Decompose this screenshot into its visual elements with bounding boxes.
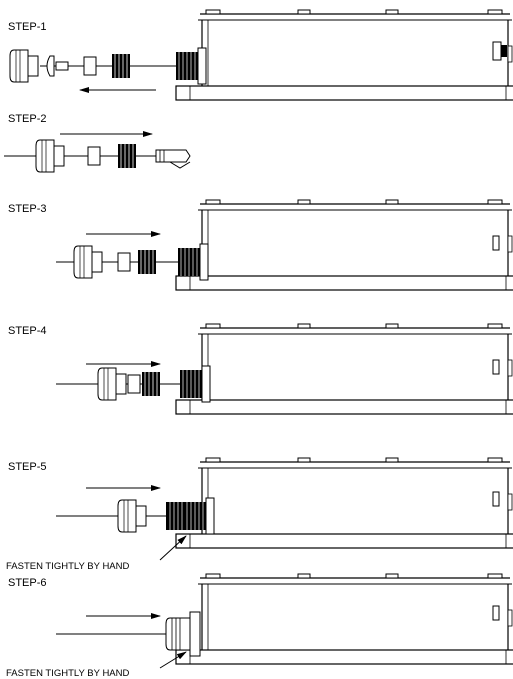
step-6-label: STEP-6	[8, 577, 47, 589]
lock-nut	[117, 143, 137, 169]
lock-nut	[111, 53, 131, 79]
step-1-label: STEP-1	[8, 21, 47, 33]
gland-cap	[35, 139, 65, 173]
step-2: STEP-2	[4, 113, 191, 173]
port-flange	[199, 243, 209, 281]
lock-nut	[137, 249, 157, 275]
enclosure-box	[175, 199, 513, 291]
step-1: STEP-1	[8, 9, 513, 101]
gland-cap	[117, 499, 147, 533]
leader-line	[159, 535, 187, 561]
enclosure-box	[175, 9, 513, 101]
step-3-label: STEP-3	[8, 203, 47, 215]
gland-cap	[73, 245, 103, 279]
step-6-note: FASTEN TIGHTLY BY HAND	[6, 668, 129, 679]
seal-insert	[83, 56, 97, 76]
step-3: STEP-3	[8, 199, 513, 291]
step-4: STEP-4	[8, 323, 513, 415]
seal-insert	[87, 146, 101, 166]
leader-line	[159, 651, 187, 669]
lock-nut	[141, 371, 161, 397]
seal-insert	[127, 374, 141, 394]
step-5-note: FASTEN TIGHTLY BY HAND	[6, 561, 129, 572]
port-flange	[201, 365, 211, 403]
gland-cap	[97, 367, 127, 401]
rj45-plug	[155, 149, 191, 163]
enclosure-box	[175, 457, 513, 549]
port-flange	[205, 497, 215, 535]
enclosure-box	[175, 573, 513, 665]
step-2-label: STEP-2	[8, 113, 47, 125]
step-4-label: STEP-4	[8, 325, 47, 337]
gland-cap	[9, 49, 39, 83]
lock-nut-fastened	[166, 502, 186, 530]
step-5-label: STEP-5	[8, 461, 47, 473]
enclosure-box	[175, 323, 513, 415]
seal-dome	[46, 55, 55, 77]
seal-insert	[117, 252, 131, 272]
port-flange	[197, 47, 207, 85]
